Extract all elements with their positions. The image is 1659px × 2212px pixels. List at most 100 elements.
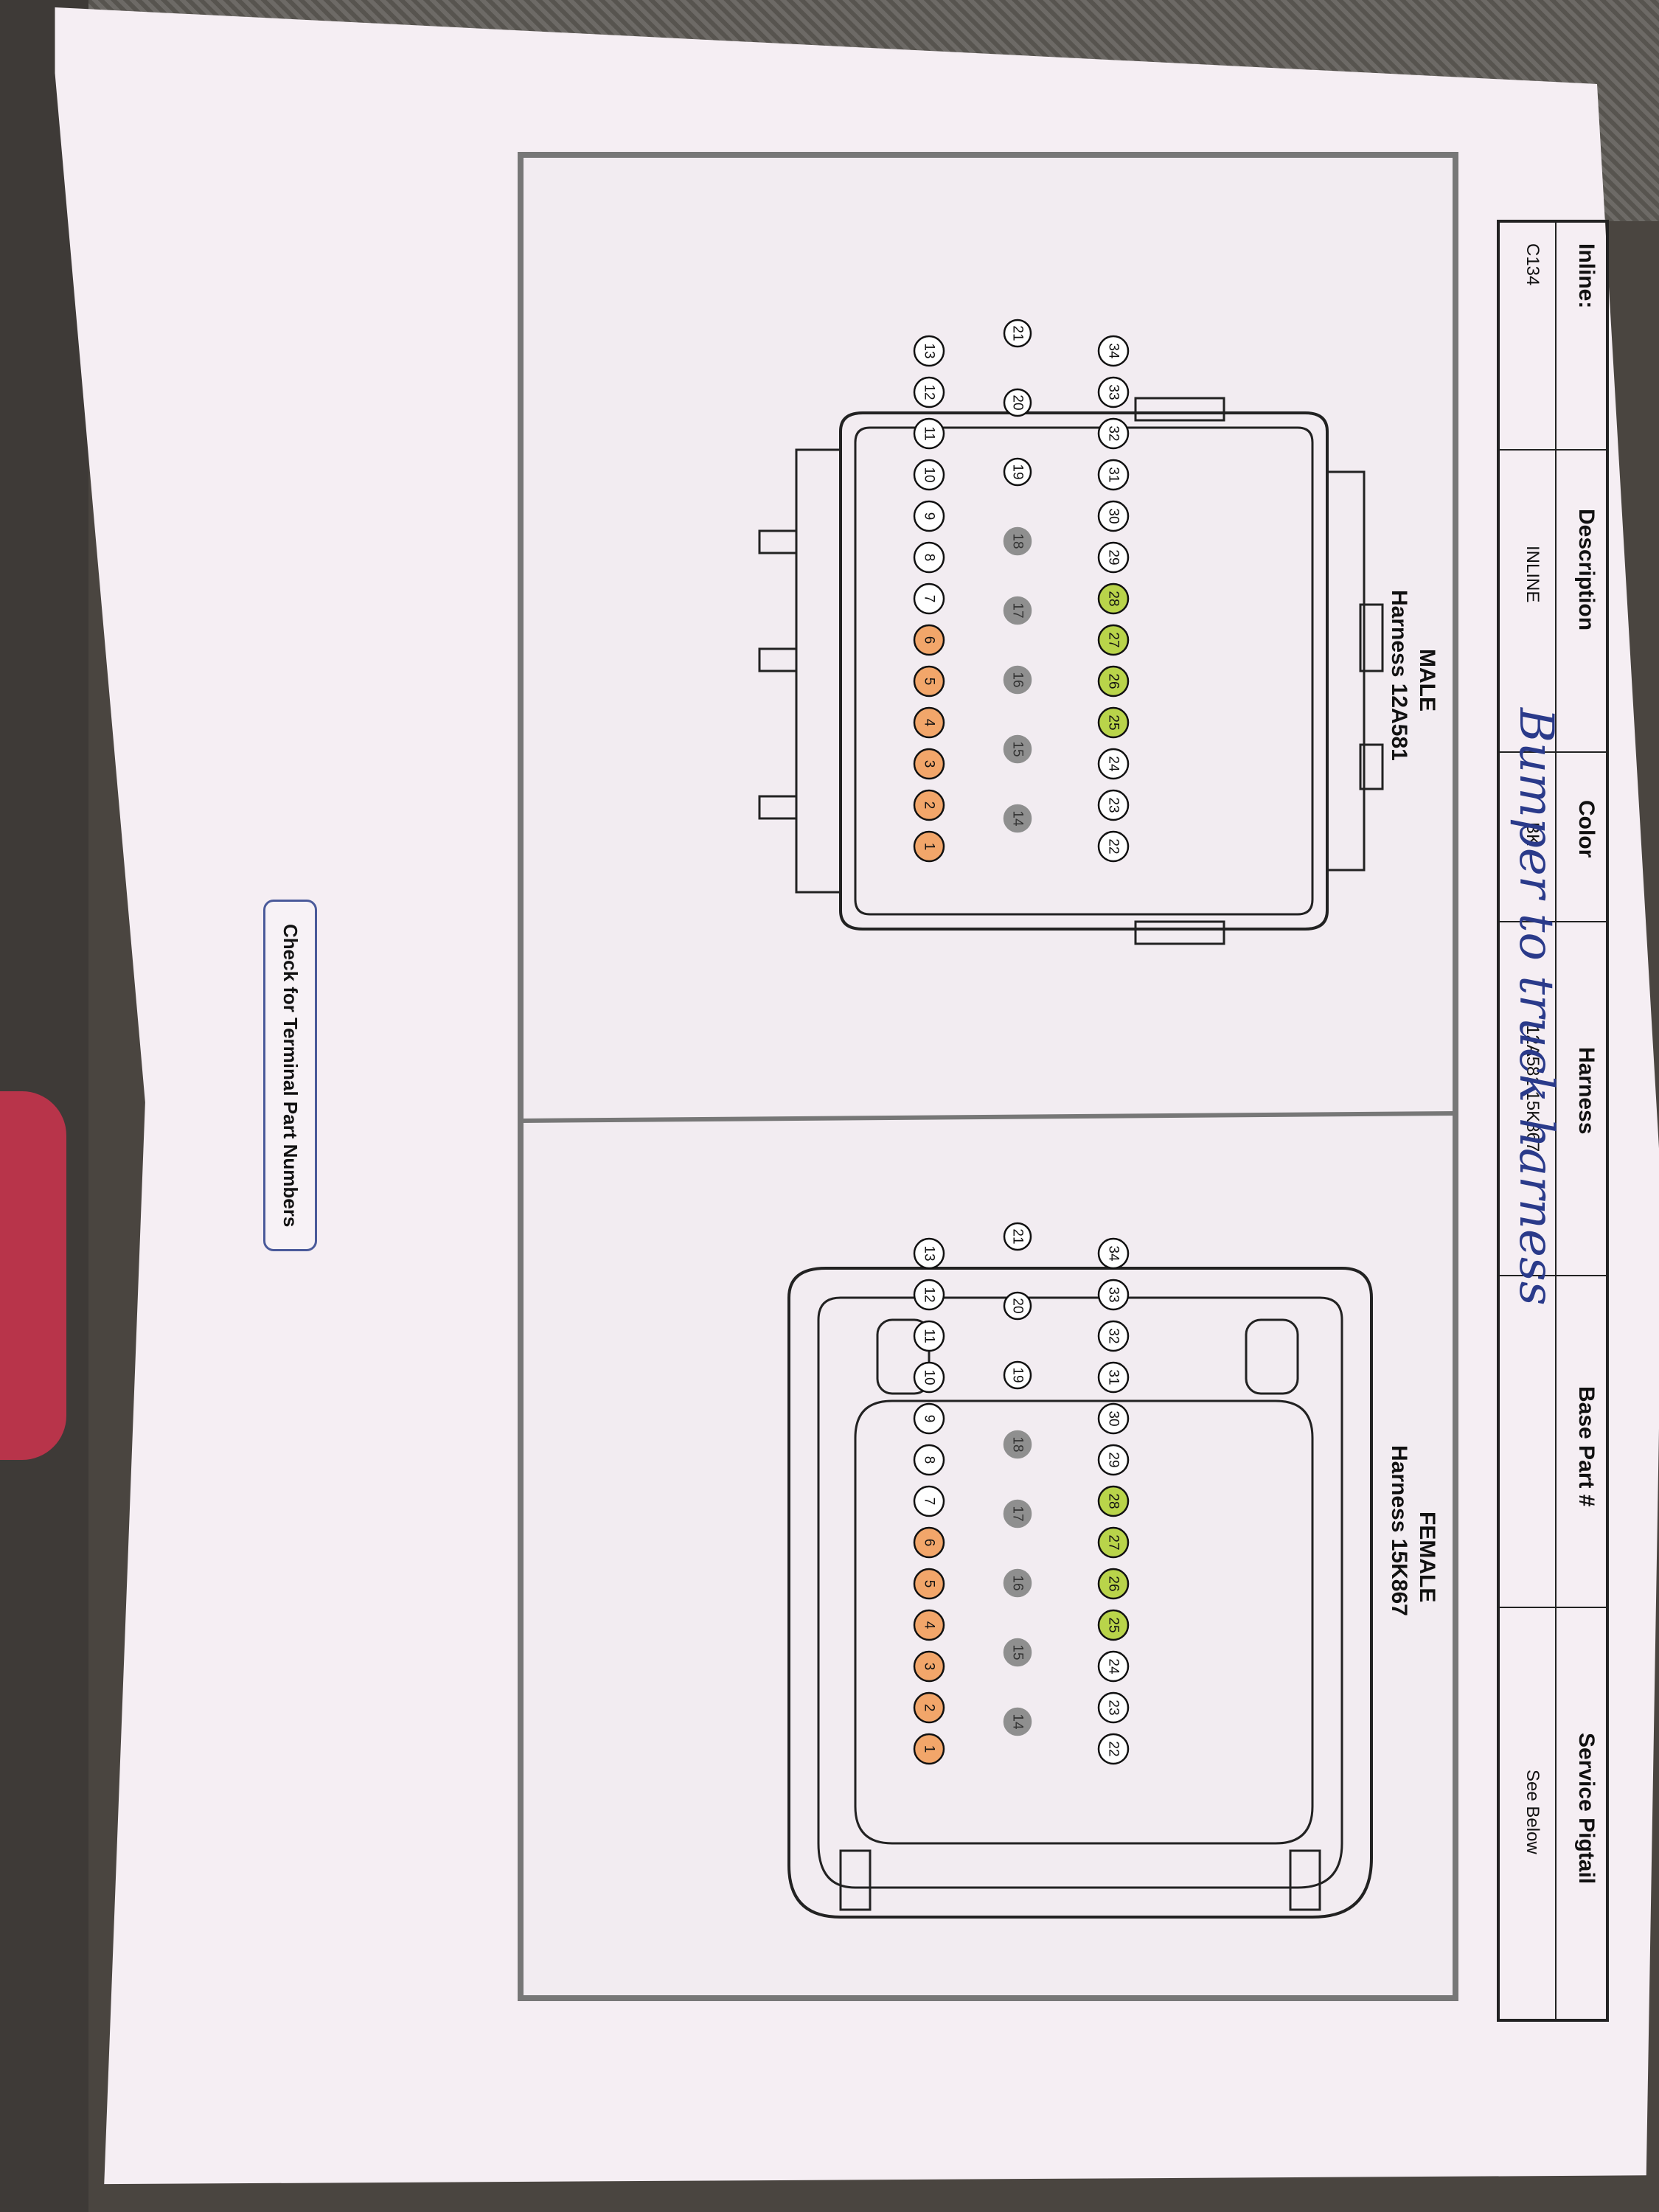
pin-25 bbox=[1097, 1609, 1130, 1641]
pin-label-19: 19 bbox=[1010, 1367, 1026, 1382]
pin-6 bbox=[913, 624, 945, 656]
pin-25 bbox=[1097, 706, 1130, 739]
pin-34 bbox=[1097, 335, 1130, 367]
female-pins: 1234567891011121314151617181920212223242… bbox=[913, 1222, 1130, 1765]
pin-32 bbox=[1097, 417, 1130, 450]
pin-16 bbox=[1003, 1568, 1032, 1598]
pin-label-4: 4 bbox=[922, 719, 937, 727]
pin-7 bbox=[913, 1485, 945, 1517]
pin-label-18: 18 bbox=[1010, 1436, 1026, 1452]
pin-15 bbox=[1003, 734, 1032, 764]
pin-label-22: 22 bbox=[1106, 838, 1121, 854]
pin-22 bbox=[1097, 830, 1130, 863]
pin-label-25: 25 bbox=[1106, 714, 1121, 730]
info-table bbox=[1497, 220, 1609, 2022]
pin-29 bbox=[1097, 541, 1130, 574]
pin-30 bbox=[1097, 1402, 1130, 1435]
pin-label-31: 31 bbox=[1106, 1369, 1121, 1385]
pin-label-11: 11 bbox=[922, 1329, 937, 1343]
pin-label-32: 32 bbox=[1106, 1328, 1121, 1343]
pin-31 bbox=[1097, 459, 1130, 491]
pin-28 bbox=[1097, 582, 1130, 615]
pin-label-1: 1 bbox=[922, 1745, 937, 1753]
pin-13 bbox=[913, 335, 945, 367]
background-red-object bbox=[0, 1091, 66, 1460]
pin-22 bbox=[1097, 1733, 1130, 1765]
female-subtitle: Harness 15K867 bbox=[1387, 1445, 1411, 1616]
base-part-header: Base Part # bbox=[1574, 1386, 1599, 1507]
pin-15 bbox=[1003, 1638, 1032, 1667]
pin-label-25: 25 bbox=[1106, 1617, 1121, 1632]
service-pigtail-header: Service Pigtail bbox=[1574, 1733, 1599, 1885]
pin-30 bbox=[1097, 500, 1130, 532]
pin-17 bbox=[1003, 596, 1032, 625]
pin-label-12: 12 bbox=[922, 384, 937, 400]
pin-11 bbox=[913, 417, 945, 450]
pin-label-6: 6 bbox=[922, 636, 937, 644]
pin-label-34: 34 bbox=[1106, 1245, 1121, 1262]
pin-10 bbox=[913, 1361, 945, 1394]
pin-14 bbox=[1003, 1707, 1032, 1736]
pin-24 bbox=[1097, 1650, 1130, 1683]
pin-5 bbox=[913, 1568, 945, 1600]
pin-9 bbox=[913, 500, 945, 532]
pin-24 bbox=[1097, 748, 1130, 780]
pin-label-20: 20 bbox=[1010, 394, 1026, 410]
pin-11 bbox=[913, 1320, 945, 1352]
pin-19 bbox=[1003, 457, 1032, 487]
pin-label-28: 28 bbox=[1106, 591, 1121, 606]
pin-8 bbox=[913, 1444, 945, 1476]
pin-29 bbox=[1097, 1444, 1130, 1476]
pin-label-2: 2 bbox=[922, 1704, 937, 1712]
diagram-svg: 1234567891011121314151617181920212223242… bbox=[518, 152, 1609, 2022]
pin-8 bbox=[913, 541, 945, 574]
pin-label-16: 16 bbox=[1010, 672, 1026, 687]
pin-label-5: 5 bbox=[922, 678, 937, 686]
pin-19 bbox=[1003, 1360, 1032, 1390]
pin-label-26: 26 bbox=[1106, 1576, 1121, 1591]
handwritten-note: Bumper to truck harness bbox=[1509, 708, 1563, 1306]
pin-label-2: 2 bbox=[922, 801, 937, 810]
inline-value: C134 bbox=[1523, 243, 1543, 286]
harness-header: Harness bbox=[1574, 1047, 1599, 1135]
pin-label-21: 21 bbox=[1010, 1228, 1026, 1244]
color-header: Color bbox=[1574, 800, 1599, 858]
pin-16 bbox=[1003, 665, 1032, 695]
pin-label-7: 7 bbox=[922, 1498, 937, 1506]
pin-21 bbox=[1003, 319, 1032, 348]
pin-2 bbox=[913, 789, 945, 821]
pin-label-27: 27 bbox=[1106, 632, 1121, 647]
pin-3 bbox=[913, 748, 945, 780]
pin-label-21: 21 bbox=[1010, 325, 1026, 341]
pin-26 bbox=[1097, 1568, 1130, 1600]
pin-33 bbox=[1097, 1279, 1130, 1311]
pin-5 bbox=[913, 665, 945, 698]
pin-label-8: 8 bbox=[922, 1456, 937, 1464]
pin-label-10: 10 bbox=[922, 1369, 937, 1385]
pin-4 bbox=[913, 1609, 945, 1641]
pin-17 bbox=[1003, 1499, 1032, 1528]
pin-label-30: 30 bbox=[1106, 508, 1121, 524]
pin-label-1: 1 bbox=[922, 843, 937, 851]
pin-label-33: 33 bbox=[1106, 384, 1121, 400]
inline-header: Inline: bbox=[1574, 243, 1599, 309]
pin-1 bbox=[913, 1733, 945, 1765]
pin-label-32: 32 bbox=[1106, 425, 1121, 441]
female-title: FEMALE bbox=[1415, 1512, 1439, 1603]
pin-6 bbox=[913, 1526, 945, 1559]
pin-label-18: 18 bbox=[1010, 533, 1026, 549]
check-terminal-part-numbers-button[interactable]: Check for Terminal Part Numbers bbox=[263, 900, 317, 1252]
pin-label-27: 27 bbox=[1106, 1534, 1121, 1550]
pin-label-14: 14 bbox=[1010, 810, 1026, 827]
pin-27 bbox=[1097, 1526, 1130, 1559]
pin-label-9: 9 bbox=[922, 1415, 937, 1423]
pin-32 bbox=[1097, 1320, 1130, 1352]
pin-20 bbox=[1003, 1291, 1032, 1321]
pin-label-3: 3 bbox=[922, 1663, 937, 1671]
pin-12 bbox=[913, 376, 945, 408]
male-connector bbox=[758, 397, 1384, 945]
pin-label-6: 6 bbox=[922, 1539, 937, 1547]
pin-21 bbox=[1003, 1222, 1032, 1251]
pin-label-17: 17 bbox=[1010, 1506, 1026, 1521]
pin-10 bbox=[913, 459, 945, 491]
